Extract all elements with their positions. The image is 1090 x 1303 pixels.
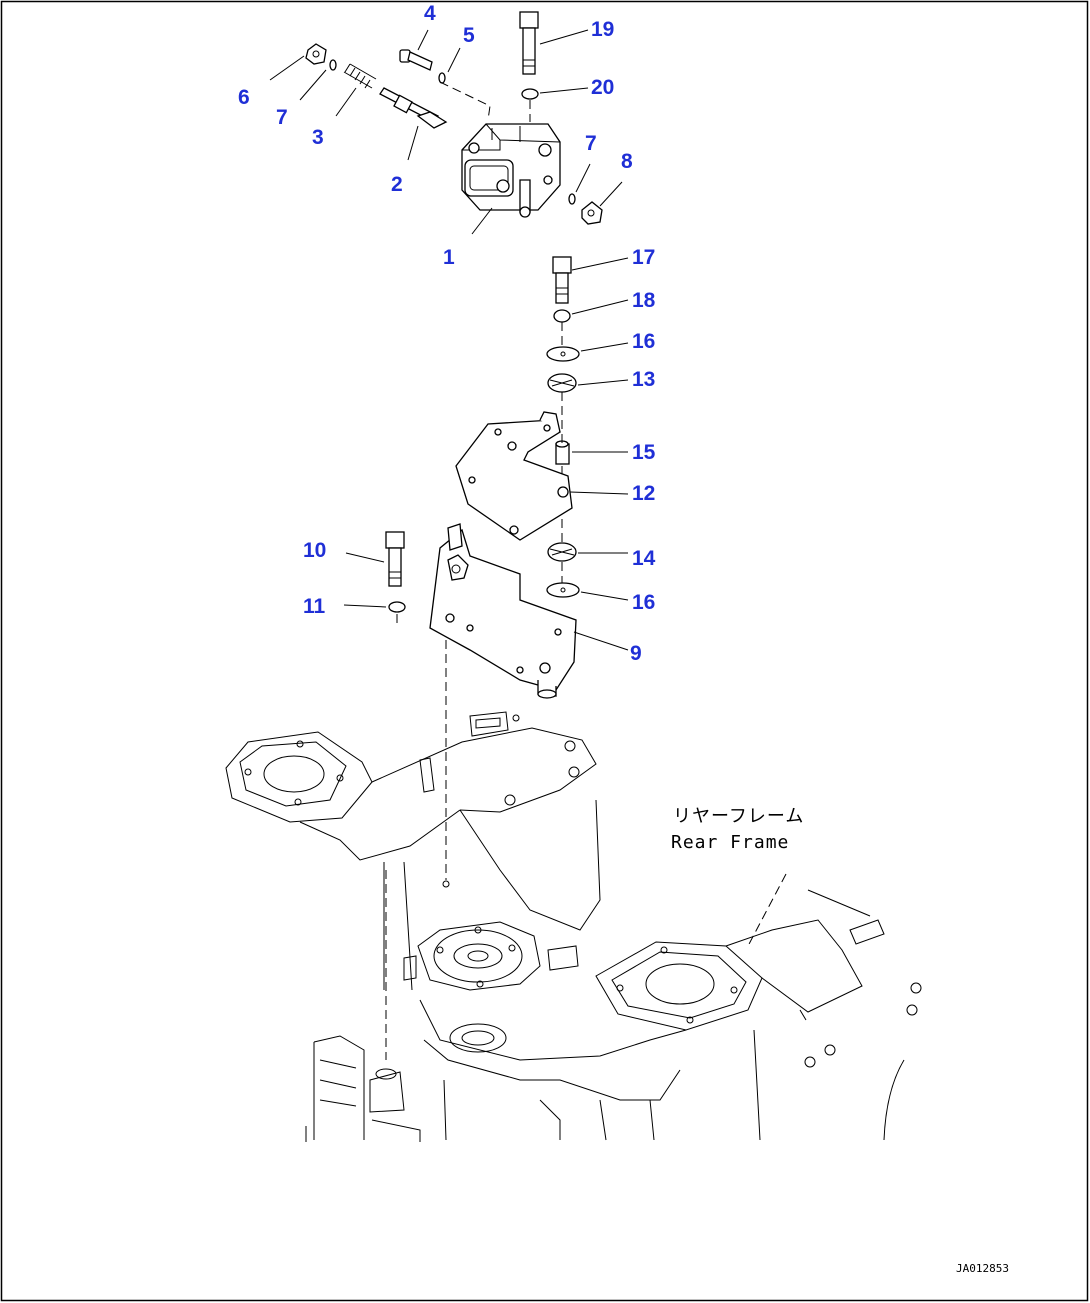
pin [399,49,433,71]
bracket-9 [429,523,577,699]
spring [343,63,377,89]
callout-7a: 7 [276,106,288,129]
collar-15 [555,440,570,465]
leader-frame [747,873,787,947]
washer-18 [553,309,571,323]
callout-1: 1 [443,246,455,269]
callout-20: 20 [591,76,614,99]
callout-4: 4 [424,2,436,25]
callout-15: 15 [632,441,656,464]
rubber-mount-14 [547,542,577,562]
callout-18: 18 [632,289,656,312]
plug [305,43,327,65]
spool [379,87,448,129]
frame-label-japanese: リヤーフレーム [673,806,804,827]
callout-2: 2 [391,173,403,196]
callout-9: 9 [630,642,642,665]
callout-5: 5 [463,24,475,47]
callout-14: 14 [632,547,656,570]
plug-8 [581,201,603,225]
bolt-17 [552,256,572,304]
washer-11 [388,601,406,613]
callout-7b: 7 [585,132,597,155]
rear-frame [225,711,922,1142]
washer-20 [521,88,539,100]
callout-8: 8 [621,150,633,173]
bracket-plate-12 [455,411,573,541]
bolt-10 [385,531,405,587]
o-ring-7a [329,59,337,71]
bolt-19 [519,11,539,75]
drawing-code: JA012853 [956,1262,1009,1275]
o-ring-5 [438,72,446,84]
callout-16b: 16 [632,591,655,614]
callout-12: 12 [632,482,655,505]
washer-16-bottom [546,582,580,598]
rubber-mount-13 [547,373,577,393]
leader-lines [269,29,629,651]
washer-16-top [546,346,580,362]
callout-3: 3 [312,126,324,149]
callout-16a: 16 [632,330,655,353]
o-ring-7b [568,193,576,205]
callout-13: 13 [632,368,655,391]
callout-11: 11 [303,595,326,618]
callout-19: 19 [591,18,614,41]
callout-6: 6 [238,86,250,109]
callout-10: 10 [303,539,326,562]
callout-17: 17 [632,246,655,269]
frame-label-english: Rear Frame [671,832,789,853]
valve-body [461,123,561,218]
